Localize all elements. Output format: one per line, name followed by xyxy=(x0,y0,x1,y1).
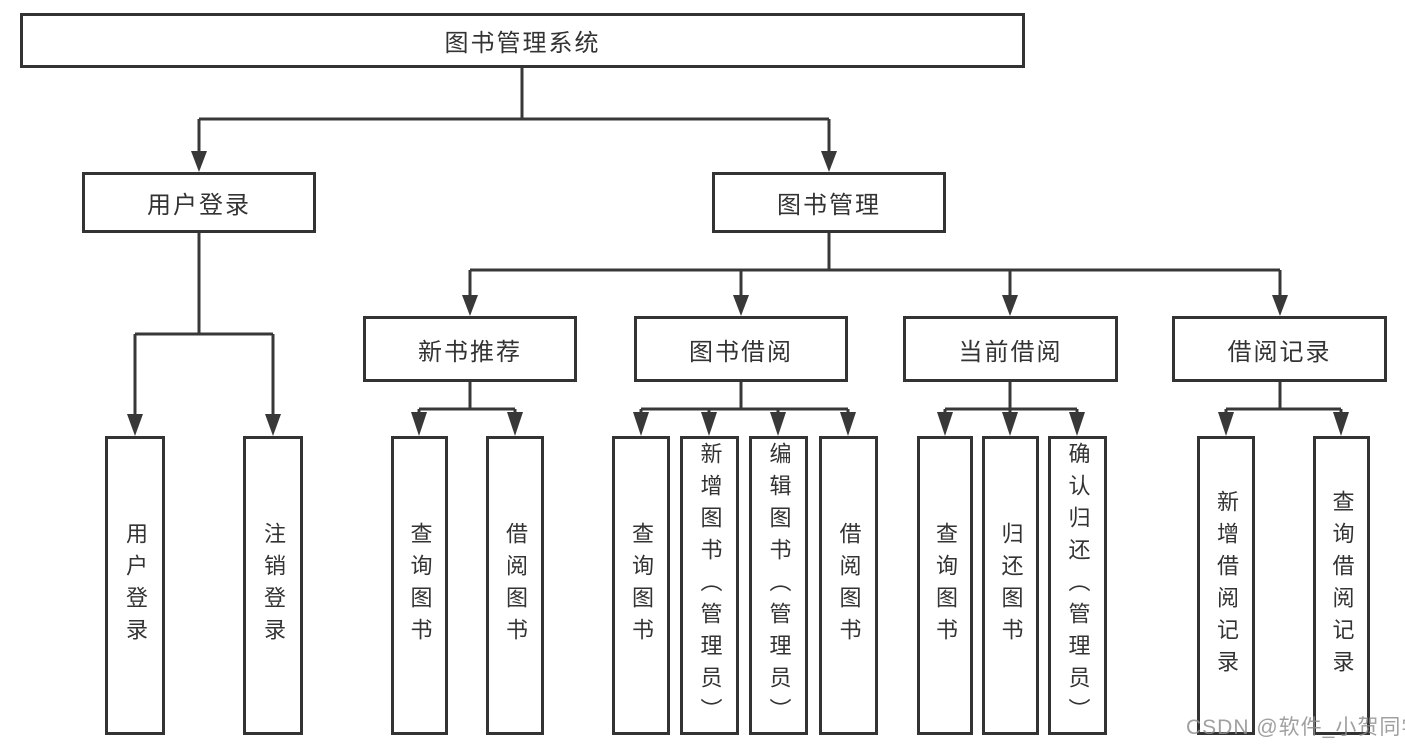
connector-user-login xyxy=(127,233,281,436)
leaf-return-books: 归还图书 xyxy=(982,436,1039,735)
leaf-confirm-return-admin: 确认归还（管理员） xyxy=(1048,436,1107,735)
connector-borrowing-records xyxy=(1218,382,1349,436)
leaf-borrow-books-recommend: 借阅图书 xyxy=(486,436,544,735)
node-book-borrowing: 图书借阅 xyxy=(634,316,848,382)
connector-new-book-recommendation xyxy=(411,382,523,436)
connector-root xyxy=(191,68,837,172)
leaf-add-book-admin: 新增图书（管理员） xyxy=(680,436,739,735)
connector-book-management xyxy=(462,233,1288,316)
leaf-logout: 注销登录 xyxy=(243,436,303,735)
watermark: CSDN @软件_小贺同学 xyxy=(1186,716,1405,739)
connector-current-borrowing xyxy=(937,382,1085,436)
leaf-query-borrow-record: 查询借阅记录 xyxy=(1313,436,1370,735)
leaf-query-books-current: 查询图书 xyxy=(917,436,973,735)
node-borrowing-records: 借阅记录 xyxy=(1172,316,1387,382)
node-root: 图书管理系统 xyxy=(20,13,1025,68)
node-user-login: 用户登录 xyxy=(82,172,316,233)
leaf-edit-book-admin: 编辑图书（管理员） xyxy=(749,436,808,735)
leaf-query-books-borrowing: 查询图书 xyxy=(612,436,670,735)
leaf-add-borrow-record: 新增借阅记录 xyxy=(1197,436,1255,735)
leaf-query-books-recommend: 查询图书 xyxy=(391,436,448,735)
node-new-book-recommendation: 新书推荐 xyxy=(363,316,577,382)
node-current-borrowing: 当前借阅 xyxy=(903,316,1118,382)
leaf-borrow-books-borrowing: 借阅图书 xyxy=(819,436,878,735)
node-book-management: 图书管理 xyxy=(712,172,946,233)
leaf-user-login: 用户登录 xyxy=(105,436,165,735)
connector-book-borrowing xyxy=(633,382,856,436)
